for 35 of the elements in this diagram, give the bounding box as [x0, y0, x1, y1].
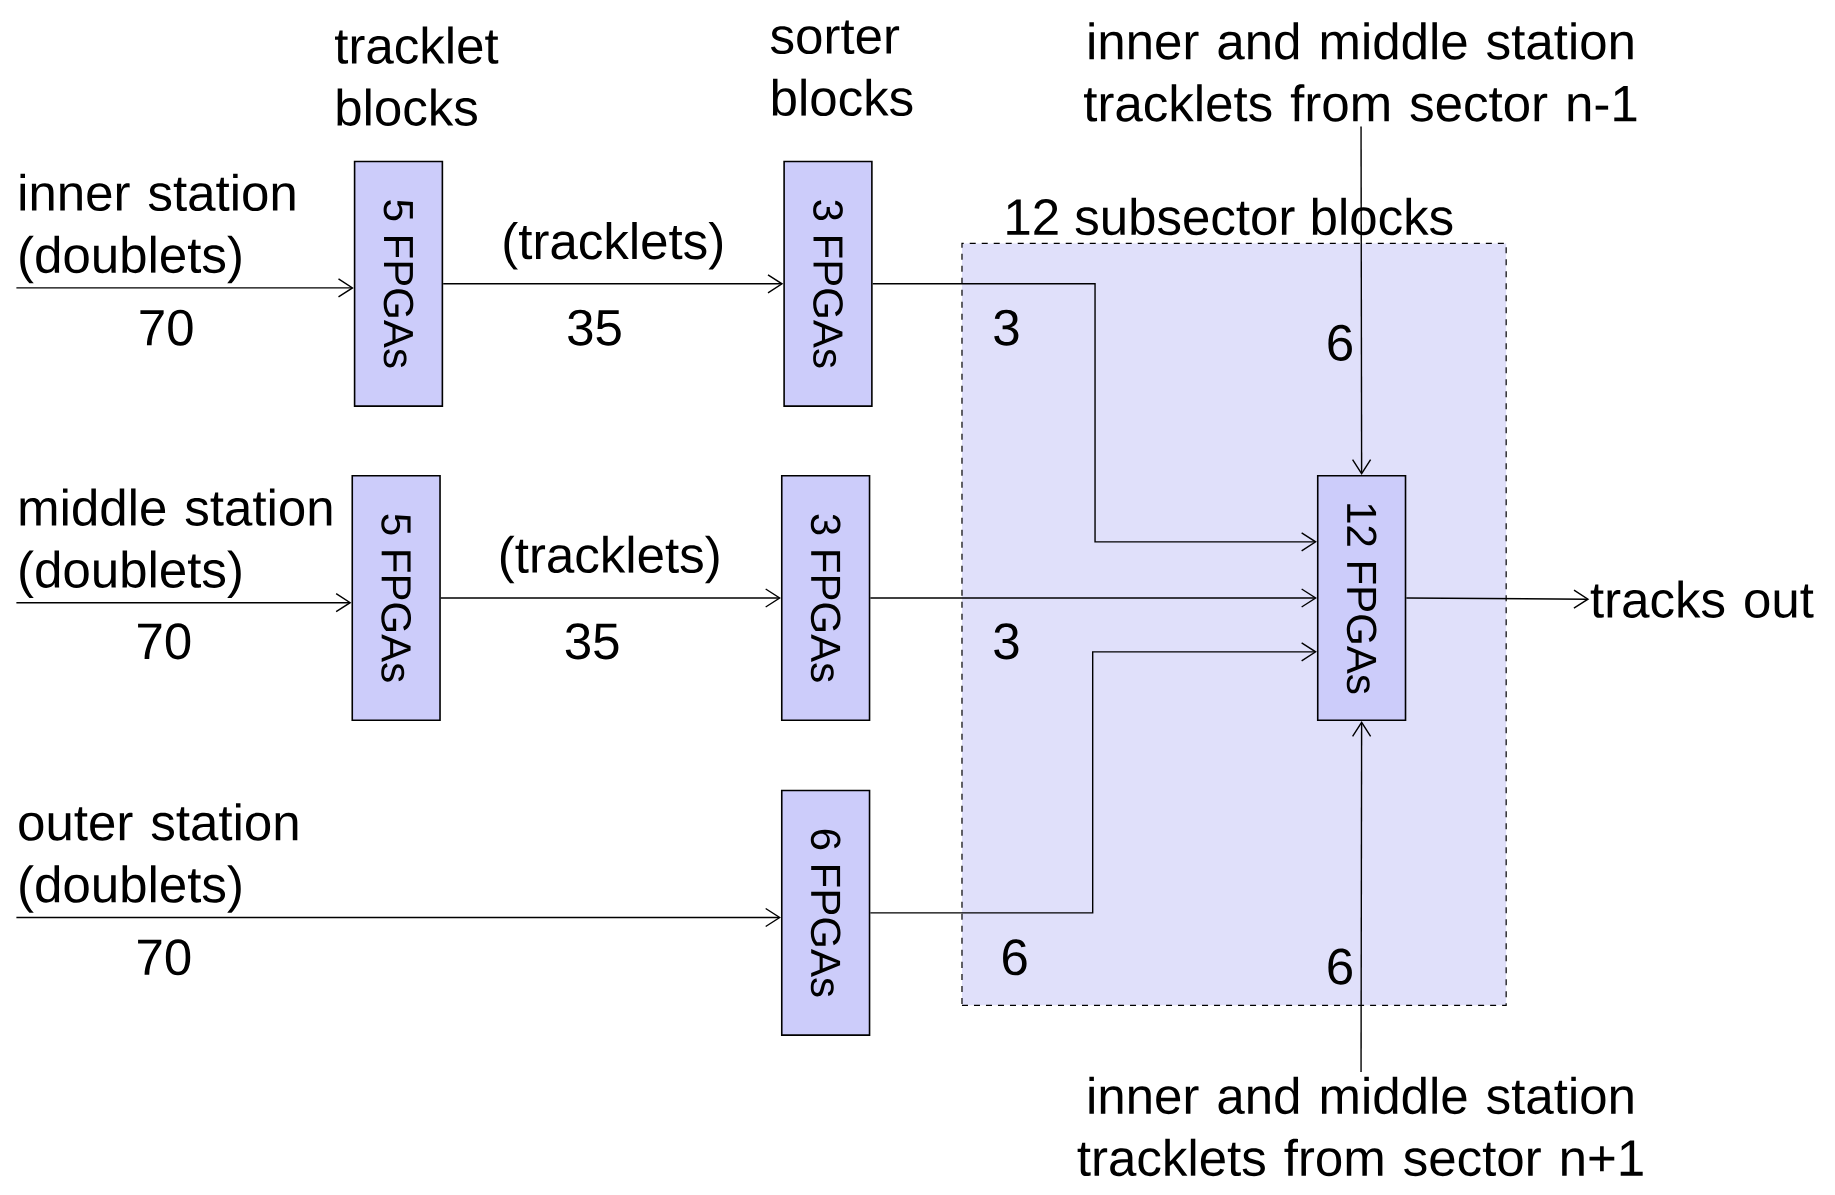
edge-label: 70: [140, 309, 193, 346]
edge-label: 35: [568, 309, 621, 346]
fpga-box: 6 FPGAs: [780, 789, 871, 1036]
edge-label: 6: [1003, 939, 1027, 976]
line-label: (tracklets): [500, 535, 719, 584]
arrow: [869, 642, 1317, 914]
input-label: middle station (doublets): [20, 488, 332, 599]
output-label: tracks out: [1590, 580, 1814, 618]
edge-label: 70: [138, 939, 191, 976]
arrow: [442, 274, 784, 294]
arrow: [871, 283, 1317, 552]
input-label: inner and middle station tracklets from sector n-1: [1084, 22, 1637, 122]
input-label: inner and middle station tracklets from sector n+1: [1077, 1076, 1643, 1177]
edge-label: 3: [994, 309, 1019, 346]
fpga-box: 3 FPGAs: [783, 160, 873, 407]
arrow: [440, 588, 781, 608]
edge-label: 3: [994, 623, 1019, 660]
arrow: [15, 278, 354, 298]
arrow: [1351, 125, 1372, 475]
edge-label: 35: [565, 623, 619, 660]
input-label: outer station (doublets): [19, 803, 298, 913]
edge-label: 70: [138, 623, 191, 660]
edge-label: 6: [1328, 948, 1352, 985]
input-label: inner station (doublets): [20, 173, 295, 284]
arrow: [1405, 589, 1590, 609]
fpga-box: 5 FPGAs: [353, 160, 444, 407]
arrow: [1351, 721, 1372, 1073]
arrow: [15, 907, 781, 928]
fpga-box: 12 FPGAs: [1316, 475, 1407, 722]
arrow: [15, 593, 352, 613]
line-label: (tracklets): [504, 222, 723, 270]
edge-label: 6: [1328, 324, 1352, 362]
arrow: [869, 588, 1317, 608]
fpga-box: 3 FPGAs: [780, 475, 871, 722]
fpga-box: 5 FPGAs: [351, 475, 441, 722]
